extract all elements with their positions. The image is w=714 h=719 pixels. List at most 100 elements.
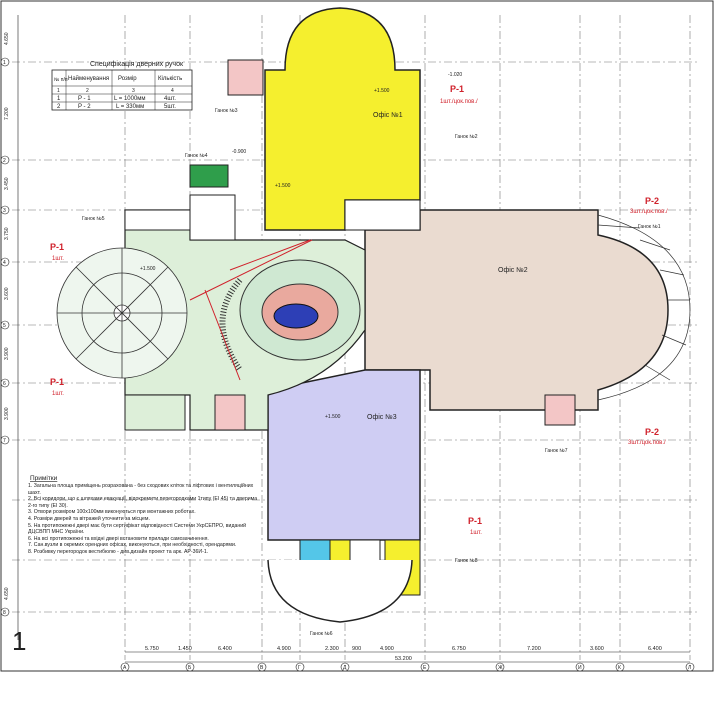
grid-axis-numbers: 1 2 3 4 5 6 7 8	[0, 57, 10, 617]
spec-index-2: 2	[86, 88, 89, 94]
porch-6-label: Ганок №6	[310, 631, 333, 637]
grid-axis-letters: А Б В Г Д Е Ж И К Л	[120, 662, 695, 672]
spec-row-1-name: P - 1	[78, 96, 91, 102]
spec-table-title: Специфікація дверних ручок	[90, 60, 184, 68]
spec-table: Специфікація дверних ручок № п/п Наймену…	[51, 60, 193, 111]
dim-l-3: 3.450	[4, 177, 10, 190]
office-3-apse	[267, 559, 413, 623]
axis-letter-7: Ж	[498, 665, 503, 671]
door-handle-callouts: P-1 1шт./цок.пов./ P-2 3шт./цок.пов./ P-…	[50, 84, 668, 536]
spec-index-1: 1	[57, 88, 60, 94]
spec-header-qty: Кількість	[158, 76, 182, 82]
elev-exterior-2: -0.900	[232, 149, 246, 155]
dim-b-2: 1.450	[178, 646, 192, 652]
porch-7-label: Ганок №7	[545, 448, 568, 454]
office-1-area	[264, 7, 421, 231]
dim-b-6: 900	[352, 646, 361, 652]
central-round-stair	[239, 259, 361, 361]
spec-index-3: 3	[132, 88, 135, 94]
note-3: 3. Отвори розміром 100х100мм виконуються…	[28, 509, 196, 516]
spec-header-name: Найменування	[68, 75, 109, 82]
axis-number-4: 4	[3, 260, 6, 266]
dim-b-10: 3.600	[590, 646, 604, 652]
dim-b-3: 6.400	[218, 646, 232, 652]
porch-5-label: Ганок №5	[82, 216, 105, 222]
porch-2-label: Ганок №2	[455, 134, 478, 140]
axis-letter-4: Г	[298, 665, 301, 671]
callout-2-qty: 3шт./цок.пов./	[630, 209, 668, 215]
axis-number-8: 8	[3, 610, 6, 616]
elev-left-hall: +1.500	[140, 266, 156, 272]
porch-1-label: Ганок №1	[638, 224, 661, 230]
callout-4-qty: 1шт.	[52, 391, 64, 397]
axis-letter-10: Л	[688, 665, 691, 671]
spec-index-4: 4	[171, 88, 174, 94]
office-2-label: Офіс №2	[498, 266, 528, 274]
dim-l-1: 4.650	[4, 32, 10, 45]
callout-2-code: P-2	[645, 196, 659, 206]
note-2: 2. Всі коридори, що є шляхами евакуації,…	[28, 496, 258, 509]
axis-letter-5: Д	[343, 665, 347, 671]
axis-letter-3: В	[260, 665, 264, 671]
callout-3-qty: 1шт.	[52, 256, 64, 262]
elev-office1: +1.500	[374, 88, 390, 94]
spec-row-1-size: L = 1000мм	[114, 96, 146, 102]
spec-row-2-size: L = 330мм	[116, 104, 144, 110]
axis-number-1: 1	[3, 60, 6, 66]
dim-b-4: 4.900	[277, 646, 291, 652]
callout-6-qty: 1шт.	[470, 530, 482, 536]
axis-number-5: 5	[3, 323, 6, 329]
porch-labels: Ганок №3 Ганок №2 Ганок №4 Ганок №5 Гано…	[82, 108, 661, 637]
callout-4-code: P-1	[50, 377, 64, 387]
note-7: 7. Сан.вузли в окремих орендних офісах, …	[28, 542, 237, 549]
axis-letter-1: А	[123, 665, 127, 671]
dim-b-8: 6.750	[452, 646, 466, 652]
callout-1-qty: 1шт./цок.пов./	[440, 99, 478, 105]
sheet-frame	[0, 0, 714, 672]
dim-l-4: 3.750	[4, 227, 10, 240]
dim-l-8: 4.650	[4, 587, 10, 600]
spec-header-size: Розмір	[118, 76, 137, 82]
callout-6-code: P-1	[468, 516, 482, 526]
axis-number-6: 6	[3, 381, 6, 387]
dim-b-11: 6.400	[648, 646, 662, 652]
spec-row-2-qty: 5шт.	[164, 104, 176, 110]
axis-number-3: 3	[3, 208, 6, 214]
note-6: 6. На всі протипожежні та вхідні двері в…	[28, 535, 209, 542]
dim-b-5: 2.300	[325, 646, 339, 652]
axis-number-7: 7	[3, 438, 6, 444]
spec-row-2-name: P - 2	[78, 104, 91, 110]
notes-block: Примітки 1. Загальна площа приміщень роз…	[28, 474, 258, 555]
dim-b-total: 53.200	[395, 656, 412, 662]
porch-8-label: Ганок №8	[455, 558, 478, 564]
dim-l-2: 7.200	[4, 107, 10, 120]
axis-letter-6: Е	[423, 665, 427, 671]
notes-title: Примітки	[30, 474, 58, 482]
left-spiral-stair	[56, 247, 188, 379]
elev-office3: +1.500	[325, 414, 341, 420]
red-guide-lines	[189, 239, 313, 381]
office-1-label: Офіс №1	[373, 111, 403, 119]
spec-row-2-no: 2	[57, 104, 61, 110]
axis-number-2: 2	[3, 158, 6, 164]
elev-exterior-1: -1.020	[448, 72, 462, 78]
porch-3-label: Ганок №3	[215, 108, 238, 114]
note-4: 4. Розміри дверей та вітражей уточнити з…	[28, 515, 150, 522]
office-2-area	[364, 209, 669, 411]
spec-row-1-qty: 4шт.	[164, 96, 176, 102]
axis-letter-8: И	[578, 665, 582, 671]
elevation-marks: +1.500 +1.500 +1.500 -1.020 -0.900 +1.50…	[140, 72, 462, 420]
dim-l-7: 3.900	[4, 407, 10, 420]
bottom-dimensions: 5.750 1.450 6.400 4.900 2.300 900 4.900 …	[125, 646, 690, 663]
callout-1-code: P-1	[450, 84, 464, 94]
callout-5-code: P-2	[645, 427, 659, 437]
spec-header-no: № п/п	[54, 77, 68, 83]
note-1: 1. Загальна площа приміщень розрахована …	[28, 483, 254, 496]
callout-3-code: P-1	[50, 242, 64, 252]
spec-row-1-no: 1	[57, 96, 61, 102]
office-3-area	[267, 369, 421, 541]
axis-letter-2: Б	[188, 665, 192, 671]
elev-lobby: +1.500	[275, 183, 291, 189]
left-dimensions: 4.650 7.200 3.450 3.750 3.600 3.900 3.90…	[4, 15, 19, 640]
